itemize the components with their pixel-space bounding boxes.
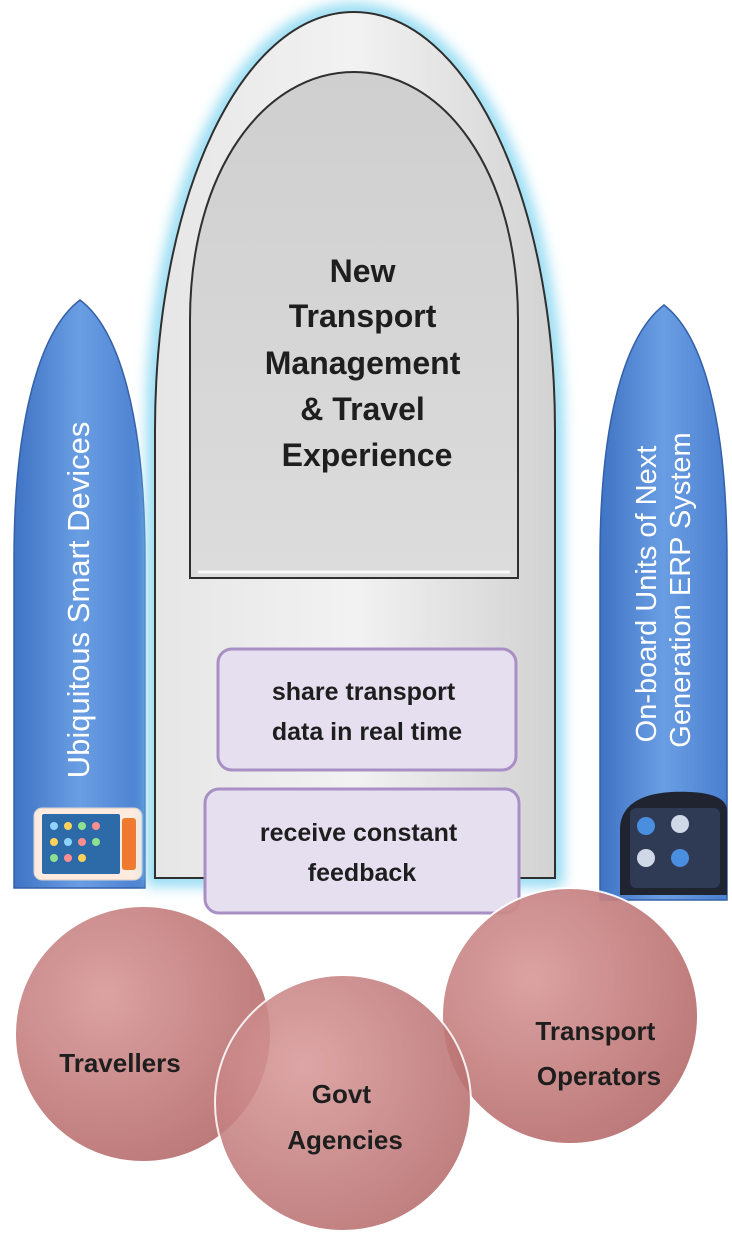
title-line-2: Transport	[289, 298, 437, 334]
agencies-line-2: Agencies	[287, 1125, 403, 1155]
title-line-4: & Travel	[300, 391, 425, 427]
agencies-label: Govt Agencies	[287, 1079, 403, 1155]
tablet-icon	[33, 807, 143, 881]
title-panel	[189, 70, 519, 579]
operators-label: Transport Operators	[535, 1016, 662, 1091]
share-data-line-1: share transport	[272, 678, 456, 706]
right-pillar-label-line-1: On-board Units of Next	[631, 446, 663, 743]
right-pillar-label: On-board Units of Next Generation ERP Sy…	[631, 432, 697, 747]
feedback-box: receive constant feedback	[203, 787, 521, 915]
right-pillar: On-board Units of Next Generation ERP Sy…	[599, 304, 728, 901]
operators-circle	[441, 887, 699, 1145]
stakeholder-circles: Travellers Govt Agencies Transport Opera…	[14, 887, 699, 1232]
travellers-label: Travellers	[59, 1048, 180, 1078]
right-pillar-label-line-2: Generation ERP System	[665, 432, 697, 747]
title-line-1: New	[330, 253, 396, 289]
agencies-line-1: Govt	[312, 1079, 372, 1109]
travellers-line-1: Travellers	[59, 1048, 180, 1078]
title-line-5: Experience	[282, 437, 453, 473]
left-pillar-label: Ubiquitous Smart Devices	[61, 422, 96, 779]
operators-line-2: Operators	[537, 1061, 661, 1091]
operators-line-1: Transport	[535, 1016, 655, 1046]
share-data-box: share transport data in real time	[216, 647, 518, 772]
onboard-unit-icon	[620, 791, 727, 895]
feedback-line-2: feedback	[308, 859, 416, 887]
main-title: New Transport Management & Travel Experi…	[265, 253, 469, 473]
share-data-line-2: data in real time	[272, 718, 462, 746]
share-data-text: share transport data in real time	[272, 678, 462, 746]
feedback-text: receive constant feedback	[260, 819, 464, 887]
agencies-circle	[214, 974, 472, 1232]
feedback-line-1: receive constant	[260, 819, 458, 847]
left-pillar: Ubiquitous Smart Devices	[13, 299, 146, 889]
title-line-3: Management	[265, 345, 461, 381]
